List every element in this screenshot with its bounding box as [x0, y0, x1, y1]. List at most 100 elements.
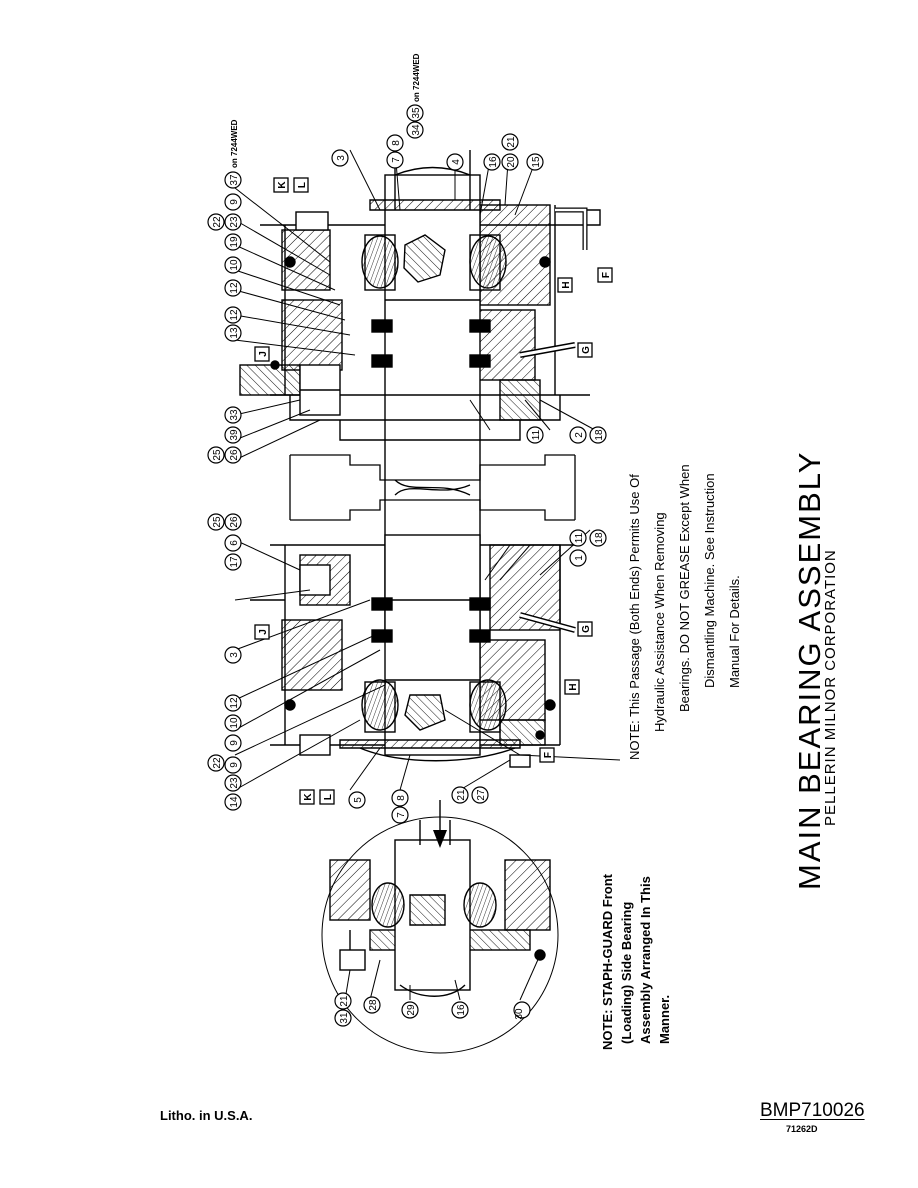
box-H-upper: H	[557, 277, 573, 293]
callout-26a: 26	[224, 446, 242, 464]
callout-31-label: 31	[339, 1012, 350, 1024]
callout-23b: 23	[224, 774, 242, 792]
callout-20a-label: 20	[506, 156, 517, 168]
callout-27-label: 27	[476, 789, 487, 801]
callout-33: 33	[224, 406, 242, 424]
callout-9a: 9	[224, 193, 242, 211]
callout-bubbles: 37 9 23 22 19 10 12 12 13 33 39 26 25 3 …	[207, 104, 607, 1027]
callout-12b: 12	[224, 306, 242, 324]
box-F-lower-label: F	[543, 752, 554, 758]
callout-22a-label: 22	[212, 216, 223, 228]
callout-29-label: 29	[406, 1004, 417, 1016]
callout-12c: 12	[224, 694, 242, 712]
callout-13a: 13	[224, 324, 242, 342]
callout-7b: 7	[391, 806, 409, 824]
callout-28-label: 28	[368, 999, 379, 1011]
note-main-line-3: Bearings. DO NOT GREASE Except When	[677, 464, 692, 712]
callout-35: 35	[406, 104, 424, 122]
callout-11a: 11	[526, 426, 544, 444]
note-staph-line-1: NOTE: STAPH-GUARD Front	[600, 874, 615, 1050]
callout-17: 17	[224, 553, 242, 571]
staph-guard-detail	[321, 816, 559, 1054]
callout-23b-label: 23	[229, 777, 240, 789]
note-main-line-5: Manual For Details.	[727, 575, 742, 688]
callout-23a-label: 23	[229, 216, 240, 228]
note-staph-line-3: Assembly Arranged In This	[638, 876, 653, 1044]
callout-5-label: 5	[353, 797, 364, 803]
callout-6-label: 6	[229, 540, 240, 546]
box-L-upper-label: L	[297, 182, 308, 188]
box-J-upper-label: J	[258, 351, 269, 357]
callout-39-label: 39	[229, 429, 240, 441]
callout-25a: 25	[207, 446, 225, 464]
callout-17-label: 17	[229, 556, 240, 568]
box-H-upper-label: H	[561, 281, 572, 288]
callout-28: 28	[363, 996, 381, 1014]
callout-1: 1	[569, 549, 587, 567]
box-F-lower: F	[539, 747, 555, 763]
callout-26a-label: 26	[229, 449, 240, 461]
callout-9c-label: 9	[229, 762, 240, 768]
callout-18b: 18	[589, 529, 607, 547]
leader-lines	[234, 149, 621, 1001]
callout-34-label: 34	[411, 124, 422, 136]
box-J-lower-label: J	[258, 629, 269, 635]
callout-16a-label: 16	[488, 156, 499, 168]
box-K-upper: K	[273, 177, 289, 193]
detail-pointer-arrow	[433, 800, 447, 848]
company-name: PELLERIN MILNOR CORPORATION	[822, 549, 839, 826]
callout-11b-label: 11	[574, 532, 585, 543]
box-J-lower: J	[254, 624, 270, 640]
document-sub-number: 71262D	[786, 1124, 818, 1134]
callout-33-label: 33	[229, 409, 240, 421]
callout-12a-label: 12	[229, 282, 240, 294]
note-hydraulic-passage: NOTE: This Passage (Both Ends) Permits U…	[622, 464, 747, 760]
callout-39: 39	[224, 426, 242, 444]
callout-10b: 10	[224, 714, 242, 732]
box-G-lower: G	[577, 621, 593, 637]
callout-5: 5	[348, 791, 366, 809]
callout-2a-label: 2	[574, 432, 585, 438]
callout-37: 37	[224, 171, 242, 189]
callout-9a-label: 9	[229, 199, 240, 205]
callout-4a: 4	[446, 153, 464, 171]
callout-10b-label: 10	[229, 717, 240, 729]
box-G-lower-label: G	[581, 625, 592, 633]
callout-8b: 8	[391, 789, 409, 807]
box-H-lower: H	[564, 679, 580, 695]
callout-21a: 21	[501, 133, 519, 151]
note-main-line-4: Dismantling Machine. See Instruction	[702, 473, 717, 688]
callout-8a: 8	[386, 134, 404, 152]
callout-29: 29	[401, 1001, 419, 1019]
callout-2a: 2	[569, 426, 587, 444]
version-note-37: on 7244WED	[230, 119, 239, 168]
rear-bearing-section	[239, 150, 601, 641]
letter-reference-boxes: K L J H F G J G H F K L	[254, 177, 613, 805]
callout-3b: 3	[224, 646, 242, 664]
callout-12b-label: 12	[229, 309, 240, 321]
document-number: BMP710026	[760, 1100, 865, 1121]
callout-12a: 12	[224, 279, 242, 297]
callout-26b: 26	[224, 513, 242, 531]
callout-10a: 10	[224, 256, 242, 274]
box-K-lower: K	[299, 789, 315, 805]
callout-6: 6	[224, 534, 242, 552]
callout-35-label: 35	[411, 107, 422, 119]
callout-9b: 9	[224, 734, 242, 752]
callout-14: 14	[224, 793, 242, 811]
callout-25a-label: 25	[212, 449, 223, 461]
callout-21c: 21	[334, 992, 352, 1010]
box-L-lower-label: L	[323, 794, 334, 800]
box-K-upper-label: K	[277, 181, 288, 189]
callout-8b-label: 8	[396, 795, 407, 801]
callout-1-label: 1	[574, 555, 585, 561]
callout-25b-label: 25	[212, 516, 223, 528]
box-F-upper-label: F	[601, 272, 612, 278]
callout-18a-label: 18	[594, 429, 605, 441]
callout-18b-label: 18	[594, 532, 605, 544]
callout-21c-label: 21	[339, 995, 350, 1007]
callout-13a-label: 13	[229, 327, 240, 339]
callout-3b-label: 3	[229, 652, 240, 658]
callout-7a-label: 7	[391, 157, 402, 163]
box-L-lower: L	[319, 789, 335, 805]
